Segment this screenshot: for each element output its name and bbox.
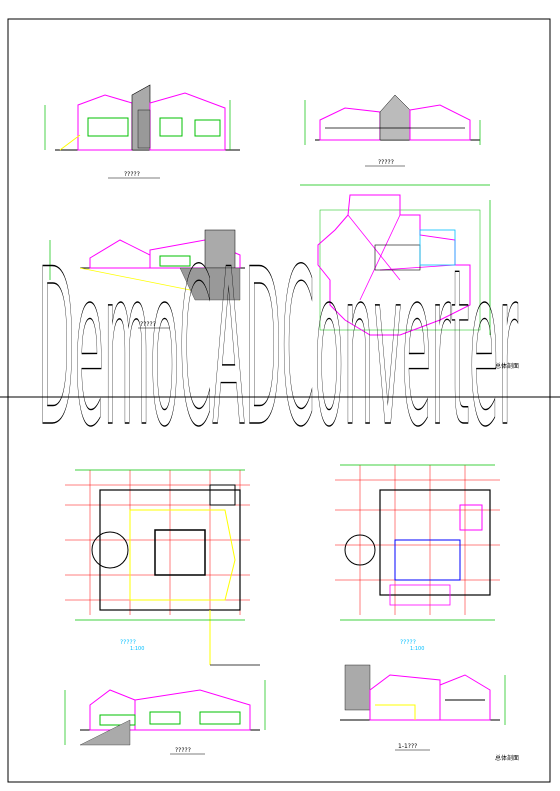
plan-left-title: ?????	[120, 639, 136, 646]
elev-mid-left-title: ?????	[140, 321, 156, 328]
watermark: DemoCADConverter	[38, 224, 518, 475]
elevation-bottom-left: ?????	[64, 680, 266, 755]
roof-note: 总体剖面	[495, 362, 519, 370]
plan-right-subtitle: 1:100	[410, 646, 424, 652]
sheet-border	[7, 18, 551, 783]
section-title: 1-1???	[398, 743, 417, 750]
elev-bottom-left-title: ?????	[175, 747, 191, 754]
elevation-mid-left: ?????	[49, 229, 245, 329]
floor-plan-right: ????? 1:100	[335, 464, 500, 652]
elev-top-left-title: ?????	[124, 171, 140, 178]
floor-plan-left: ????? 1:100	[65, 469, 260, 666]
plan-left-subtitle: 1:100	[130, 646, 144, 652]
elevation-top-left: ?????	[44, 84, 240, 179]
section-bottom-right: 1-1??? 总体剖面	[340, 664, 519, 762]
elevation-top-right: ?????	[304, 94, 481, 167]
plan-right-title: ?????	[400, 639, 416, 646]
sheet-note: 总体剖面	[495, 754, 519, 762]
roof-plan: 总体剖面	[300, 184, 519, 370]
elev-top-right-title: ?????	[378, 159, 394, 166]
